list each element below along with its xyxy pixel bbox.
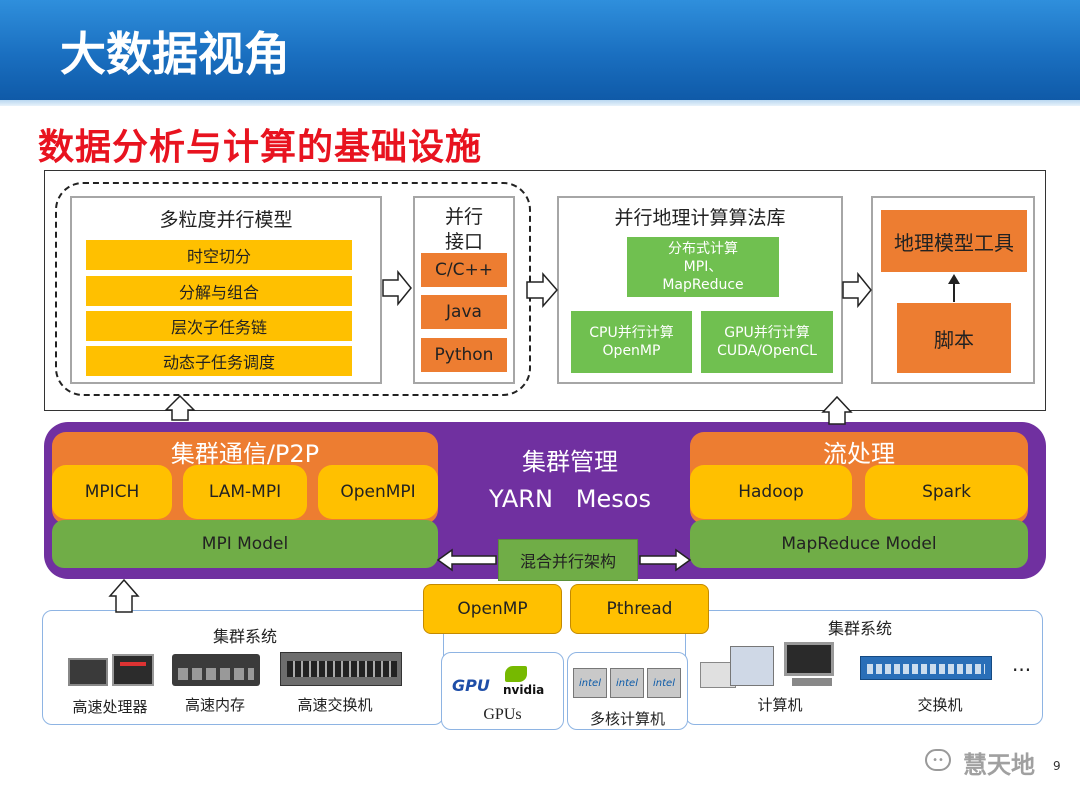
- right-arrow-icon: [842, 271, 872, 309]
- openmp-box: OpenMP: [423, 584, 562, 634]
- mapreduce-model-bar: MapReduce Model: [690, 520, 1028, 568]
- high-speed-memory-icon: [172, 654, 260, 686]
- double-arrow-icon: [436, 548, 497, 572]
- up-arrow-icon: [948, 274, 960, 284]
- title-banner: [0, 0, 1080, 100]
- cluster-management-tools: YARN Mesos: [489, 485, 651, 513]
- pthread-box: Pthread: [570, 584, 709, 634]
- distributed-line: MapReduce: [662, 277, 744, 294]
- interface-title-line1: 并行: [444, 205, 483, 228]
- distributed-line: 分布式计算: [668, 240, 738, 257]
- intel-chip-label: intel: [616, 677, 638, 689]
- gpu-line: GPU并行计算: [724, 324, 810, 341]
- interface-item: Java: [421, 295, 507, 329]
- cluster-system-right-title: 集群系统: [827, 619, 892, 638]
- cpu-parallel-box: CPU并行计算 OpenMP: [571, 311, 692, 373]
- parallel-model-title: 多粒度并行模型: [159, 208, 293, 231]
- intel-chip-icon: intel: [647, 668, 681, 698]
- cluster-management-title: 集群管理: [522, 447, 618, 476]
- intel-chip-label: intel: [579, 677, 601, 689]
- hybrid-parallel-architecture: 混合并行架构: [498, 539, 638, 581]
- page-number: 9: [1053, 759, 1061, 773]
- nvidia-logo: nvidia: [503, 683, 545, 697]
- right-arrow-icon: [526, 272, 558, 308]
- intel-chip-icon: intel: [573, 668, 607, 698]
- interface-item: Python: [421, 338, 507, 372]
- up-arrow-icon: [108, 578, 140, 613]
- comm-item: MPICH: [52, 465, 172, 519]
- stream-item: Hadoop: [690, 465, 852, 519]
- distributed-line: MPI、: [683, 258, 723, 275]
- stream-item: Spark: [865, 465, 1028, 519]
- gpus-frame: [441, 652, 564, 730]
- up-arrow-icon: [821, 395, 853, 425]
- network-switch-icon: [860, 656, 992, 680]
- up-arrow-icon: [164, 394, 196, 421]
- intel-chip-label: intel: [653, 677, 675, 689]
- high-speed-processor-icon: [68, 652, 156, 688]
- hardware-caption: 交换机: [917, 695, 963, 714]
- banner-divider: [0, 100, 1080, 106]
- page-title: 大数据视角: [60, 27, 290, 81]
- cluster-system-left-title: 集群系统: [212, 627, 277, 646]
- distributed-computing-box: 分布式计算 MPI、 MapReduce: [627, 237, 779, 297]
- model-item: 分解与组合: [86, 276, 352, 306]
- hardware-caption: 高速交换机: [297, 695, 373, 714]
- double-arrow-icon: [639, 548, 692, 572]
- multicore-caption: 多核计算机: [589, 709, 665, 728]
- wechat-icon: ••: [925, 749, 951, 771]
- comm-item: LAM-MPI: [183, 465, 307, 519]
- model-item: 时空切分: [86, 240, 352, 270]
- more-ellipsis: ...: [1012, 652, 1032, 676]
- gpu-logo: GPU: [452, 676, 490, 695]
- nvidia-eye-icon: [505, 666, 527, 682]
- algorithm-library-title: 并行地理计算算法库: [614, 206, 786, 229]
- high-speed-switch-icon: [280, 652, 402, 686]
- hardware-caption: 高速内存: [184, 695, 245, 714]
- intel-chip-icon: intel: [610, 668, 644, 698]
- hardware-caption: 高速处理器: [72, 697, 148, 716]
- interface-item: C/C++: [421, 253, 507, 287]
- computer-icon: [700, 640, 840, 690]
- model-item: 动态子任务调度: [86, 346, 352, 376]
- slide-subtitle: 数据分析与计算的基础设施: [38, 127, 483, 168]
- right-arrow-icon: [382, 269, 412, 307]
- comm-item: OpenMPI: [318, 465, 438, 519]
- geo-model-tools: 地理模型工具: [881, 210, 1027, 272]
- mpi-model-bar: MPI Model: [52, 520, 438, 568]
- script-box: 脚本: [897, 303, 1011, 373]
- gpus-caption: GPUs: [483, 706, 522, 723]
- gpu-line: CUDA/OpenCL: [717, 343, 817, 359]
- interface-title-line2: 接口: [444, 230, 483, 253]
- cpu-line: OpenMP: [602, 343, 661, 359]
- gpu-parallel-box: GPU并行计算 CUDA/OpenCL: [701, 311, 833, 373]
- cpu-line: CPU并行计算: [589, 324, 674, 341]
- watermark: 慧天地: [963, 751, 1035, 779]
- hardware-caption: 计算机: [757, 695, 803, 714]
- model-item: 层次子任务链: [86, 311, 352, 341]
